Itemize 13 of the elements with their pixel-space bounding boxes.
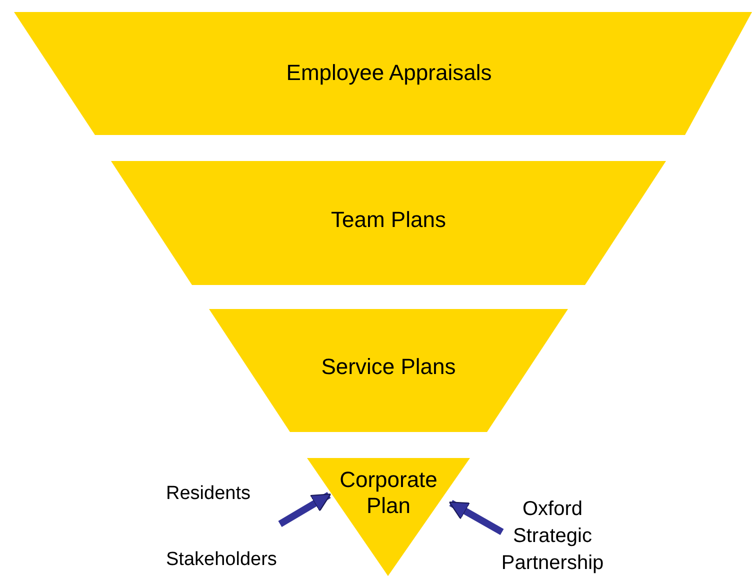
band-label: Employee Appraisals [286,60,492,85]
band-label: Team Plans [331,207,446,232]
source-label: Residents [166,483,250,505]
trapezoid-band [14,12,752,135]
source-label: Oxford Strategic Partnership [500,497,605,576]
band-label: Corporate Plan [340,467,438,518]
trapezoid-band [209,309,568,432]
triangle-band [307,458,470,576]
trapezoid-band [111,161,666,285]
source-label: Stakeholders [166,549,277,571]
arrow [278,492,332,528]
band-label: Service Plans [321,354,456,379]
arrow [448,500,504,536]
